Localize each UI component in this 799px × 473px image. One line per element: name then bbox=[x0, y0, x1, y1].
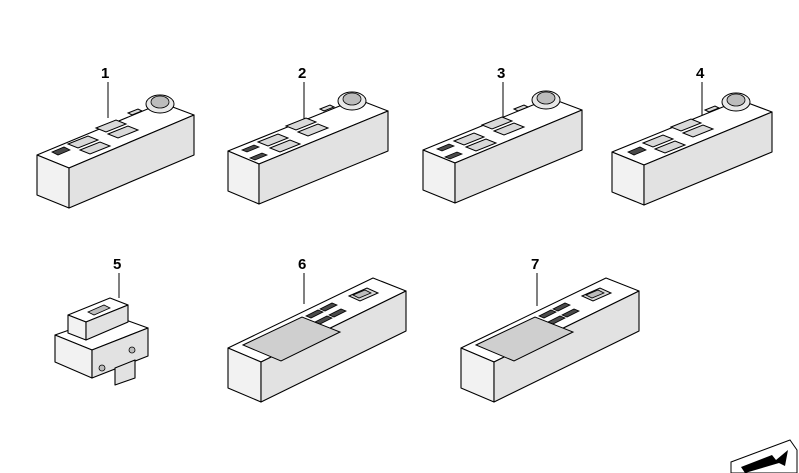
part-number-7: 7 bbox=[531, 256, 539, 273]
window-switch-panel-3: 3 bbox=[422, 65, 583, 204]
part-number-2: 2 bbox=[298, 65, 306, 82]
single-window-switch-5: 5 bbox=[54, 256, 149, 386]
part-number-1: 1 bbox=[101, 65, 109, 82]
window-switch-panel-6: 6 bbox=[227, 256, 407, 403]
window-switch-panel-2: 2 bbox=[227, 65, 389, 205]
armrest-pad bbox=[241, 316, 342, 362]
part-number-6: 6 bbox=[298, 256, 306, 273]
arrow-icon bbox=[730, 439, 798, 473]
armrest-pad bbox=[474, 316, 575, 362]
window-switch-panel-1: 1 bbox=[36, 65, 195, 209]
part-number-5: 5 bbox=[113, 256, 121, 273]
part-number-4: 4 bbox=[696, 65, 705, 82]
window-switch-panel-7: 7 bbox=[460, 256, 640, 403]
part-number-3: 3 bbox=[497, 65, 505, 82]
window-switch-panel-4: 4 bbox=[611, 65, 773, 206]
